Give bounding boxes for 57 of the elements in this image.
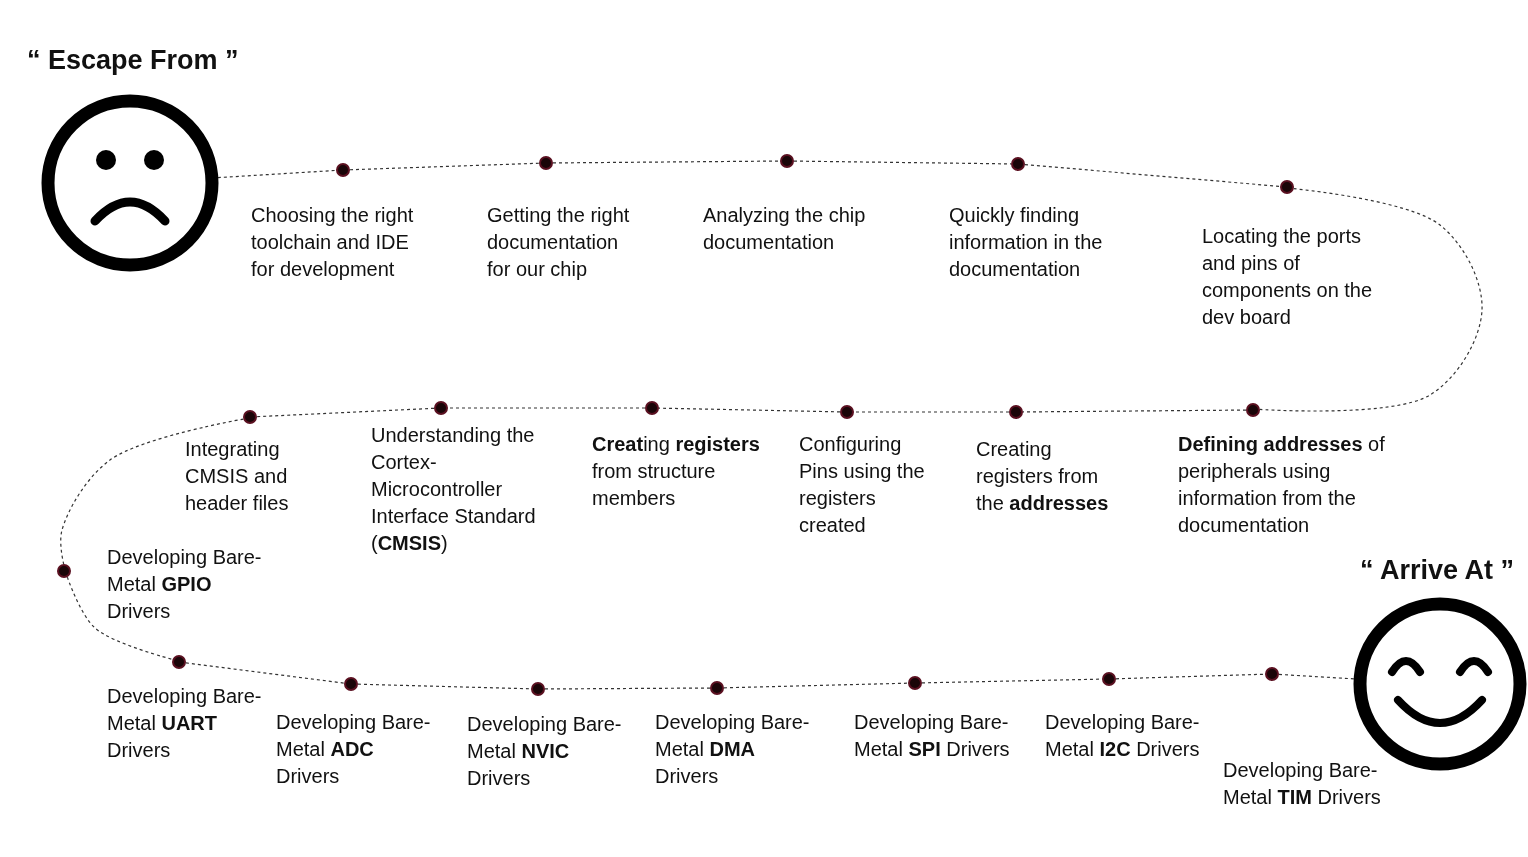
dotted-path <box>544 687 711 690</box>
milestone-dot <box>645 401 659 415</box>
dotted-path <box>793 160 1012 165</box>
step-label: Developing Bare-Metal DMA Drivers <box>655 710 811 789</box>
step-label: Creating registers from structure members <box>592 432 761 511</box>
milestone-dot <box>1265 667 1279 681</box>
step-label: Analyzing the chip documentation <box>703 203 867 255</box>
heading: “ Escape From ” <box>27 45 239 76</box>
milestone-dot <box>539 156 553 170</box>
dotted-path <box>1115 673 1266 680</box>
step-label: Developing Bare-Metal TIM Drivers <box>1223 758 1382 810</box>
step-label: Quickly finding information in the documentation <box>949 203 1104 282</box>
step-label: Developing Bare-Metal NVIC Drivers <box>467 712 623 791</box>
milestone-dot <box>840 405 854 419</box>
step-label: Understanding the Cortex-Microcontroller Interface Standard (CMSIS) <box>371 423 537 556</box>
heading: “ Arrive At ” <box>1360 555 1515 586</box>
dotted-path <box>1259 188 1483 412</box>
step-label: Developing Bare-Metal GPIO Drivers <box>107 545 263 624</box>
step-label: Creating registers from the addresses <box>976 437 1110 516</box>
step-label: Developing Bare-Metal I2C Drivers <box>1045 710 1201 762</box>
dotted-path <box>658 407 841 413</box>
dotted-path <box>1022 409 1247 413</box>
milestone-dot <box>57 564 71 578</box>
milestone-dot <box>434 401 448 415</box>
milestone-dot <box>1102 672 1116 686</box>
step-label: Locating the ports and pins of components on the dev board <box>1202 224 1374 330</box>
step-label: Choosing the right toolchain and IDE for development <box>251 203 415 282</box>
step-label: Developing Bare-Metal SPI Drivers <box>854 710 1010 762</box>
dotted-path <box>447 407 646 409</box>
milestone-dot <box>1009 405 1023 419</box>
dotted-path <box>357 683 532 690</box>
step-label: Integrating CMSIS and header files <box>185 437 290 516</box>
dotted-path <box>60 418 244 565</box>
milestone-dot <box>1246 403 1260 417</box>
dotted-path <box>66 576 174 660</box>
milestone-dot <box>1011 157 1025 171</box>
step-label: Defining addresses of peripherals using information from the documentation <box>1178 432 1386 538</box>
milestone-dot <box>908 676 922 690</box>
step-label: Getting the right documentation for our chip <box>487 203 631 282</box>
milestone-dot <box>531 682 545 696</box>
milestone-dot <box>780 154 794 168</box>
dotted-path <box>349 162 540 171</box>
step-label: Developing Bare-Metal UART Drivers <box>107 684 263 763</box>
milestone-dot <box>1280 180 1294 194</box>
milestone-dot <box>336 163 350 177</box>
step-label: Developing Bare-Metal ADC Drivers <box>276 710 432 789</box>
dotted-path <box>552 160 781 164</box>
milestone-dot <box>172 655 186 669</box>
dotted-path <box>723 682 909 689</box>
milestone-dot <box>344 677 358 691</box>
milestone-dot <box>710 681 724 695</box>
step-label: Configuring Pins using the registers created <box>799 432 926 538</box>
dotted-path <box>853 411 1010 413</box>
dotted-path <box>1024 164 1281 187</box>
dotted-path <box>185 662 345 684</box>
milestone-dot <box>243 410 257 424</box>
dotted-path <box>256 407 435 418</box>
